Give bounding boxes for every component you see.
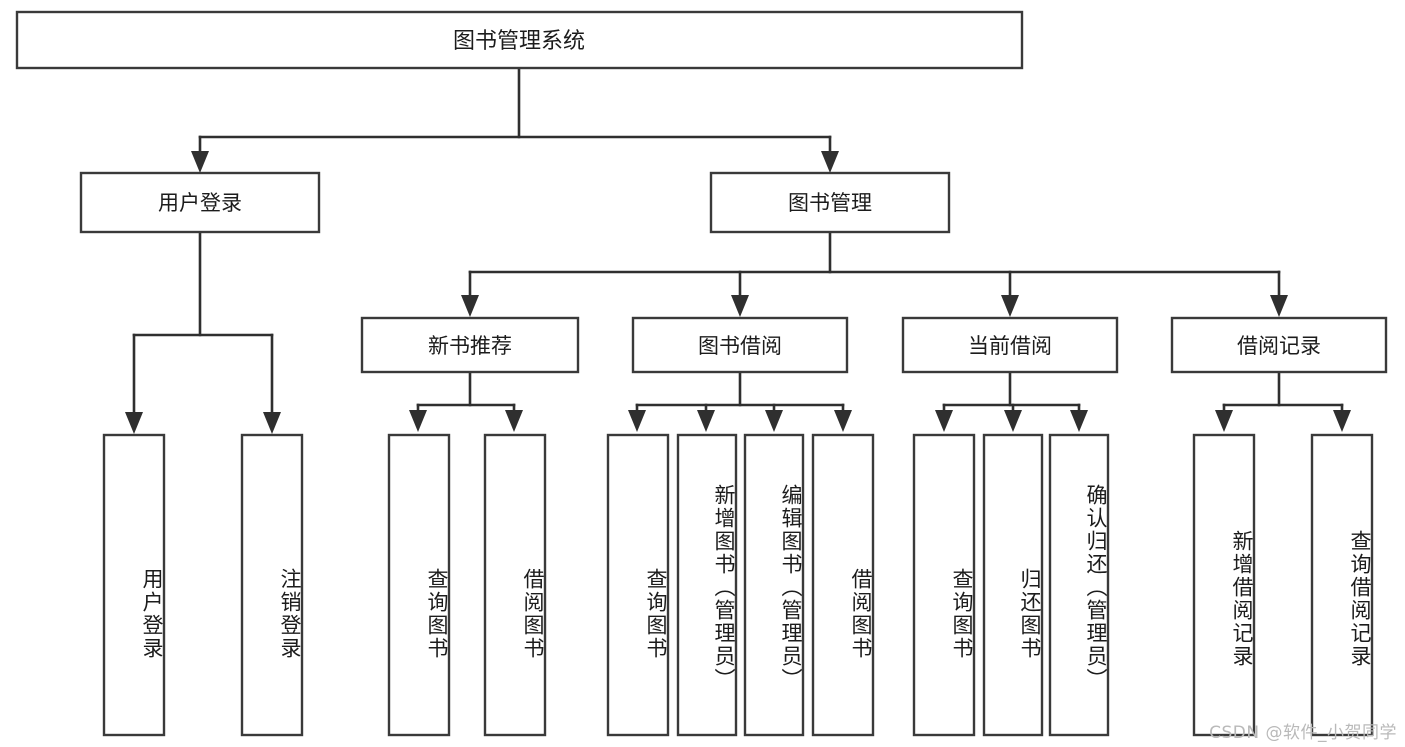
connector-current-borrow-to-leaves bbox=[935, 370, 1088, 432]
connector-new-book-recommend-to-leaves bbox=[409, 370, 523, 432]
arrow-to-leaf-return-book bbox=[1004, 410, 1022, 432]
arrow-to-leaf-user-login bbox=[125, 412, 143, 434]
node-book-management-label: 图书管理 bbox=[788, 191, 872, 215]
arrow-to-user-login bbox=[191, 151, 209, 173]
arrow-to-new-book-recommend bbox=[461, 295, 479, 317]
leaf-confirm-return-admin[interactable] bbox=[1048, 433, 1110, 737]
arrow-to-book-borrow bbox=[731, 295, 749, 317]
node-book-borrow-label: 图书借阅 bbox=[698, 334, 782, 358]
leaf-borrow-book-recommend[interactable] bbox=[483, 433, 547, 737]
leaf-add-book-admin[interactable] bbox=[676, 433, 738, 737]
arrow-to-leaf-add-book-admin bbox=[697, 410, 715, 432]
arrow-to-leaf-user-logout bbox=[263, 412, 281, 434]
arrow-to-leaf-add-borrow-record bbox=[1215, 410, 1233, 432]
leaf-borrow-book[interactable] bbox=[811, 433, 875, 737]
leaf-user-logout[interactable] bbox=[240, 433, 304, 737]
leaf-search-book-borrow[interactable] bbox=[606, 433, 670, 737]
connector-book-borrow-to-leaves bbox=[628, 370, 852, 432]
arrow-to-current-borrow bbox=[1001, 295, 1019, 317]
arrow-to-leaf-borrow-book-recommend bbox=[505, 410, 523, 432]
arrow-to-leaf-search-book-borrow bbox=[628, 410, 646, 432]
node-user-login[interactable]: 用户登录 bbox=[79, 171, 321, 234]
node-book-management[interactable]: 图书管理 bbox=[709, 171, 951, 234]
leaf-search-book-recommend[interactable] bbox=[387, 433, 451, 737]
leaf-add-borrow-record[interactable] bbox=[1192, 433, 1256, 737]
node-root-library-system-label: 图书管理系统 bbox=[453, 29, 585, 54]
node-book-borrow[interactable]: 图书借阅 bbox=[631, 316, 849, 374]
leaf-boxes-group bbox=[102, 433, 1374, 737]
node-new-book-recommend[interactable]: 新书推荐 bbox=[360, 316, 580, 374]
arrow-to-leaf-search-book-recommend bbox=[409, 410, 427, 432]
connector-borrow-record-to-leaves bbox=[1215, 370, 1351, 432]
connector-book-management-to-level2 bbox=[461, 230, 1288, 317]
node-new-book-recommend-label: 新书推荐 bbox=[428, 334, 512, 358]
node-current-borrow[interactable]: 当前借阅 bbox=[901, 316, 1119, 374]
leaf-return-book[interactable] bbox=[982, 433, 1044, 737]
leaf-search-book-current[interactable] bbox=[912, 433, 976, 737]
arrow-to-leaf-search-book-current bbox=[935, 410, 953, 432]
leaf-user-login[interactable] bbox=[102, 433, 166, 737]
node-borrow-record-label: 借阅记录 bbox=[1237, 334, 1321, 358]
node-borrow-record[interactable]: 借阅记录 bbox=[1170, 316, 1388, 374]
arrow-to-borrow-record bbox=[1270, 295, 1288, 317]
arrow-to-book-management bbox=[821, 151, 839, 173]
csdn-watermark: CSDN @软件_小贺同学 bbox=[1209, 723, 1397, 743]
node-user-login-label: 用户登录 bbox=[158, 191, 242, 215]
arrow-to-leaf-edit-book-admin bbox=[765, 410, 783, 432]
connector-user-login-to-leaves bbox=[125, 230, 281, 434]
connector-root-to-level1 bbox=[191, 66, 839, 173]
node-root-library-system[interactable]: 图书管理系统 bbox=[15, 10, 1024, 70]
arrow-to-leaf-confirm-return-admin bbox=[1070, 410, 1088, 432]
node-current-borrow-label: 当前借阅 bbox=[968, 334, 1052, 358]
arrow-to-leaf-search-borrow-record bbox=[1333, 410, 1351, 432]
arrow-to-leaf-borrow-book bbox=[834, 410, 852, 432]
leaf-search-borrow-record[interactable] bbox=[1310, 433, 1374, 737]
leaf-edit-book-admin[interactable] bbox=[743, 433, 805, 737]
